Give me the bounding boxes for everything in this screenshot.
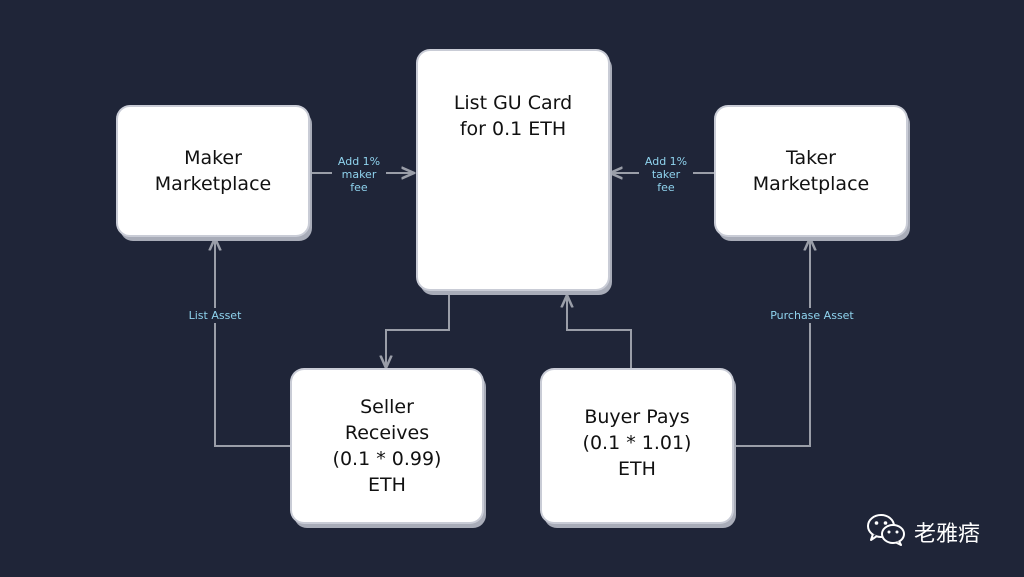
buyer-pays-node: Buyer Pays (0.1 * 1.01) ETH [542,370,732,522]
purchase-asset-label: Purchase Asset [764,308,860,323]
arrow-listing-to-seller [386,291,450,368]
listing-label: List GU Card for 0.1 ETH [453,92,573,140]
seller-receives-node: Seller Receives (0.1 * 0.99) ETH [292,370,482,522]
taker-marketplace-label: Taker Marketplace [752,147,870,195]
taker-fee-label: Add 1% taker fee [639,155,693,194]
maker-marketplace-node: Maker Marketplace [118,107,308,235]
maker-marketplace-label: Maker Marketplace [154,147,272,195]
wechat-icon [866,512,906,551]
buyer-pays-label: Buyer Pays (0.1 * 1.01) ETH [582,406,692,480]
taker-marketplace-node: Taker Marketplace [716,107,906,235]
arrow-seller-to-maker [215,238,292,447]
seller-receives-label: Seller Receives (0.1 * 0.99) ETH [332,396,442,496]
watermark: 老雅痞 [866,512,980,551]
arrow-buyer-to-taker [732,238,810,447]
watermark-text: 老雅痞 [914,521,981,547]
listing-node: List GU Card for 0.1 ETH [418,51,608,289]
list-asset-label: List Asset [180,308,250,323]
arrow-buyer-to-listing [567,295,632,370]
maker-fee-label: Add 1% maker fee [332,155,386,194]
